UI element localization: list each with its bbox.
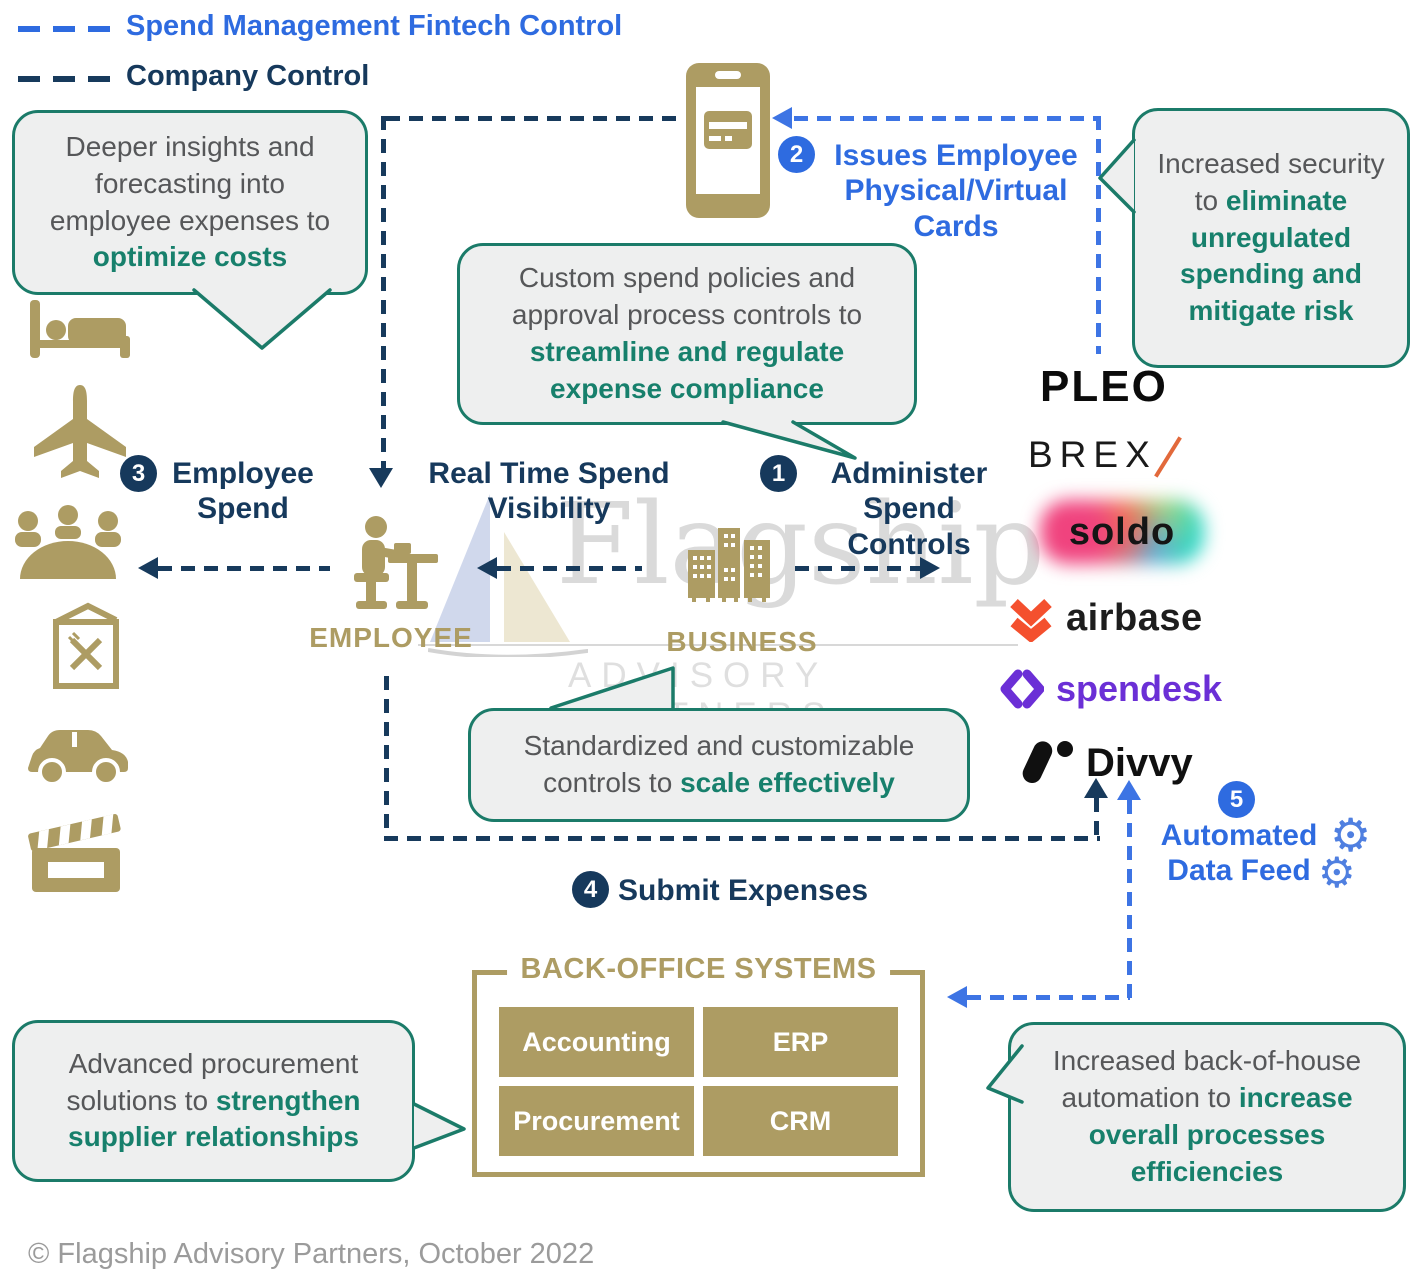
gear-icon-small: ⚙ <box>1318 849 1356 896</box>
back-office-title: BACK-OFFICE SYSTEMS <box>506 953 891 986</box>
spendesk-chevrons-icon <box>1000 669 1044 709</box>
soldo-logo: soldo <box>1040 500 1204 564</box>
brex-logo-text: BRE <box>1028 434 1126 475</box>
employee-label: EMPLOYEE <box>309 622 473 653</box>
pleo-logo-text: PLEO <box>1040 362 1168 411</box>
car-icon <box>28 730 128 786</box>
phone-card-icon <box>686 63 770 218</box>
security-bubble-pointer <box>1098 138 1136 214</box>
dining-menu-icon <box>53 602 119 689</box>
policies-bold: streamline and regulate expense complian… <box>529 336 845 404</box>
spendesk-logo-text: spendesk <box>1056 668 1223 709</box>
business-buildings-icon <box>688 528 770 602</box>
system-accounting: Accounting <box>499 1007 694 1077</box>
arrowhead-right-vendors <box>920 557 940 579</box>
step-2-circle: 2 <box>778 136 815 173</box>
procurement-bubble-pointer <box>412 1102 466 1150</box>
company-line-down <box>381 116 386 468</box>
brex-logo: BRE X <box>1028 434 1182 478</box>
policies-bubble-pointer <box>721 420 857 460</box>
administer-line <box>795 566 920 571</box>
step-5-label: Automated Data Feed <box>1160 819 1318 888</box>
legend-fintech-label: Spend Management Fintech Control <box>126 10 623 42</box>
airbase-logo: airbase <box>1008 594 1203 642</box>
step-4-circle: 4 <box>572 871 609 908</box>
policies-text: Custom spend policies and approval proce… <box>511 262 863 331</box>
employee-desk-icon <box>354 516 438 609</box>
system-erp: ERP <box>703 1007 898 1077</box>
cards-line-across <box>794 116 1100 121</box>
step-2-label: Issues Employee Physical/Virtual Cards <box>834 139 1078 243</box>
insights-text: Deeper insights and forecasting into emp… <box>49 130 331 236</box>
back-office-box: BACK-OFFICE SYSTEMS Accounting ERP Procu… <box>472 953 925 1177</box>
company-dash-swatch <box>18 76 110 82</box>
step-3-circle: 3 <box>120 455 157 492</box>
arrowhead-left-spend <box>138 557 158 579</box>
copyright-footer: © Flagship Advisory Partners, October 20… <box>28 1238 595 1270</box>
standardized-bubble: Standardized and customizable controls t… <box>468 708 970 822</box>
arrowhead-up-divvy-navy <box>1084 778 1108 798</box>
arrowhead-left-phone <box>772 107 792 129</box>
system-crm: CRM <box>703 1086 898 1156</box>
security-bold: eliminate unregulated spending and mitig… <box>1180 184 1362 327</box>
airplane-icon <box>34 385 126 478</box>
security-text: Increased security to <box>1157 147 1385 216</box>
business-label: BUSINESS <box>666 626 818 657</box>
employee-spend-line <box>158 566 330 571</box>
procurement-bold: strengthen supplier relationships <box>68 1084 361 1153</box>
divvy-logo-text: Divvy <box>1086 740 1193 785</box>
step-5-circle: 5 <box>1218 781 1255 818</box>
company-line-phone <box>386 116 683 121</box>
submit-line-down <box>384 676 389 838</box>
automation-bold: increase overall processes efficiencies <box>1088 1082 1353 1187</box>
step-1-label: Administer Spend Controls <box>830 457 988 561</box>
standardized-text: Standardized and customizable controls t… <box>523 730 915 798</box>
system-procurement: Procurement <box>499 1086 694 1156</box>
datafeed-line-down <box>1127 800 1132 999</box>
step-1-circle: 1 <box>760 455 797 492</box>
automation-bubble: Increased back-of-house automation to in… <box>1008 1022 1406 1212</box>
back-office-grid: Accounting ERP Procurement CRM <box>499 1007 898 1156</box>
pleo-logo: PLEO <box>1040 362 1168 412</box>
procurement-text: Advanced procurement solutions to <box>66 1047 359 1116</box>
datafeed-line-across <box>967 995 1130 1000</box>
insights-bubble: Deeper insights and forecasting into emp… <box>12 110 368 295</box>
insights-bubble-pointer <box>192 288 332 350</box>
submit-line-up <box>1094 798 1099 838</box>
airbase-shield-icon <box>1010 598 1052 642</box>
policies-bubble: Custom spend policies and approval proce… <box>457 243 917 425</box>
soldo-gradient-bg <box>1040 500 1204 564</box>
meeting-icon <box>15 505 121 579</box>
visibility-line <box>497 566 642 571</box>
brex-logo-x: X <box>1125 434 1157 475</box>
entertainment-clapperboard-icon <box>28 814 121 892</box>
arrowhead-down-employee <box>369 468 393 488</box>
automation-text: Increased back-of-house automation to <box>1052 1045 1362 1114</box>
standardized-bold: scale effectively <box>680 767 895 798</box>
insights-bold: optimize costs <box>92 241 288 273</box>
arrowhead-left-backoffice <box>947 986 967 1008</box>
step-4-label: Submit Expenses <box>618 874 869 907</box>
arrowhead-up-divvy-blue <box>1117 780 1141 800</box>
divvy-mark-icon <box>1022 741 1073 784</box>
real-time-visibility-label: Real Time Spend Visibility <box>428 457 670 526</box>
soldo-logo-text: soldo <box>1068 510 1176 553</box>
brex-orange-slash <box>1154 436 1182 478</box>
submit-line-across <box>384 836 1100 841</box>
legend-company-label: Company Control <box>126 60 370 92</box>
fintech-dash-swatch <box>18 26 110 32</box>
hotel-bed-icon <box>30 300 130 358</box>
security-bubble: Increased security to eliminate unregula… <box>1132 108 1410 368</box>
divvy-logo: Divvy <box>1020 736 1193 790</box>
gear-icon: ⚙ <box>1330 809 1372 861</box>
standardized-bubble-pointer <box>549 666 675 710</box>
arrowhead-left-employee <box>477 557 497 579</box>
procurement-bubble: Advanced procurement solutions to streng… <box>12 1020 415 1182</box>
airbase-logo-text: airbase <box>1066 596 1203 639</box>
spendesk-logo: spendesk <box>1000 668 1222 710</box>
cards-line-down <box>1096 116 1101 354</box>
automation-bubble-pointer <box>986 1044 1024 1104</box>
step-3-label: Employee Spend <box>172 457 314 526</box>
